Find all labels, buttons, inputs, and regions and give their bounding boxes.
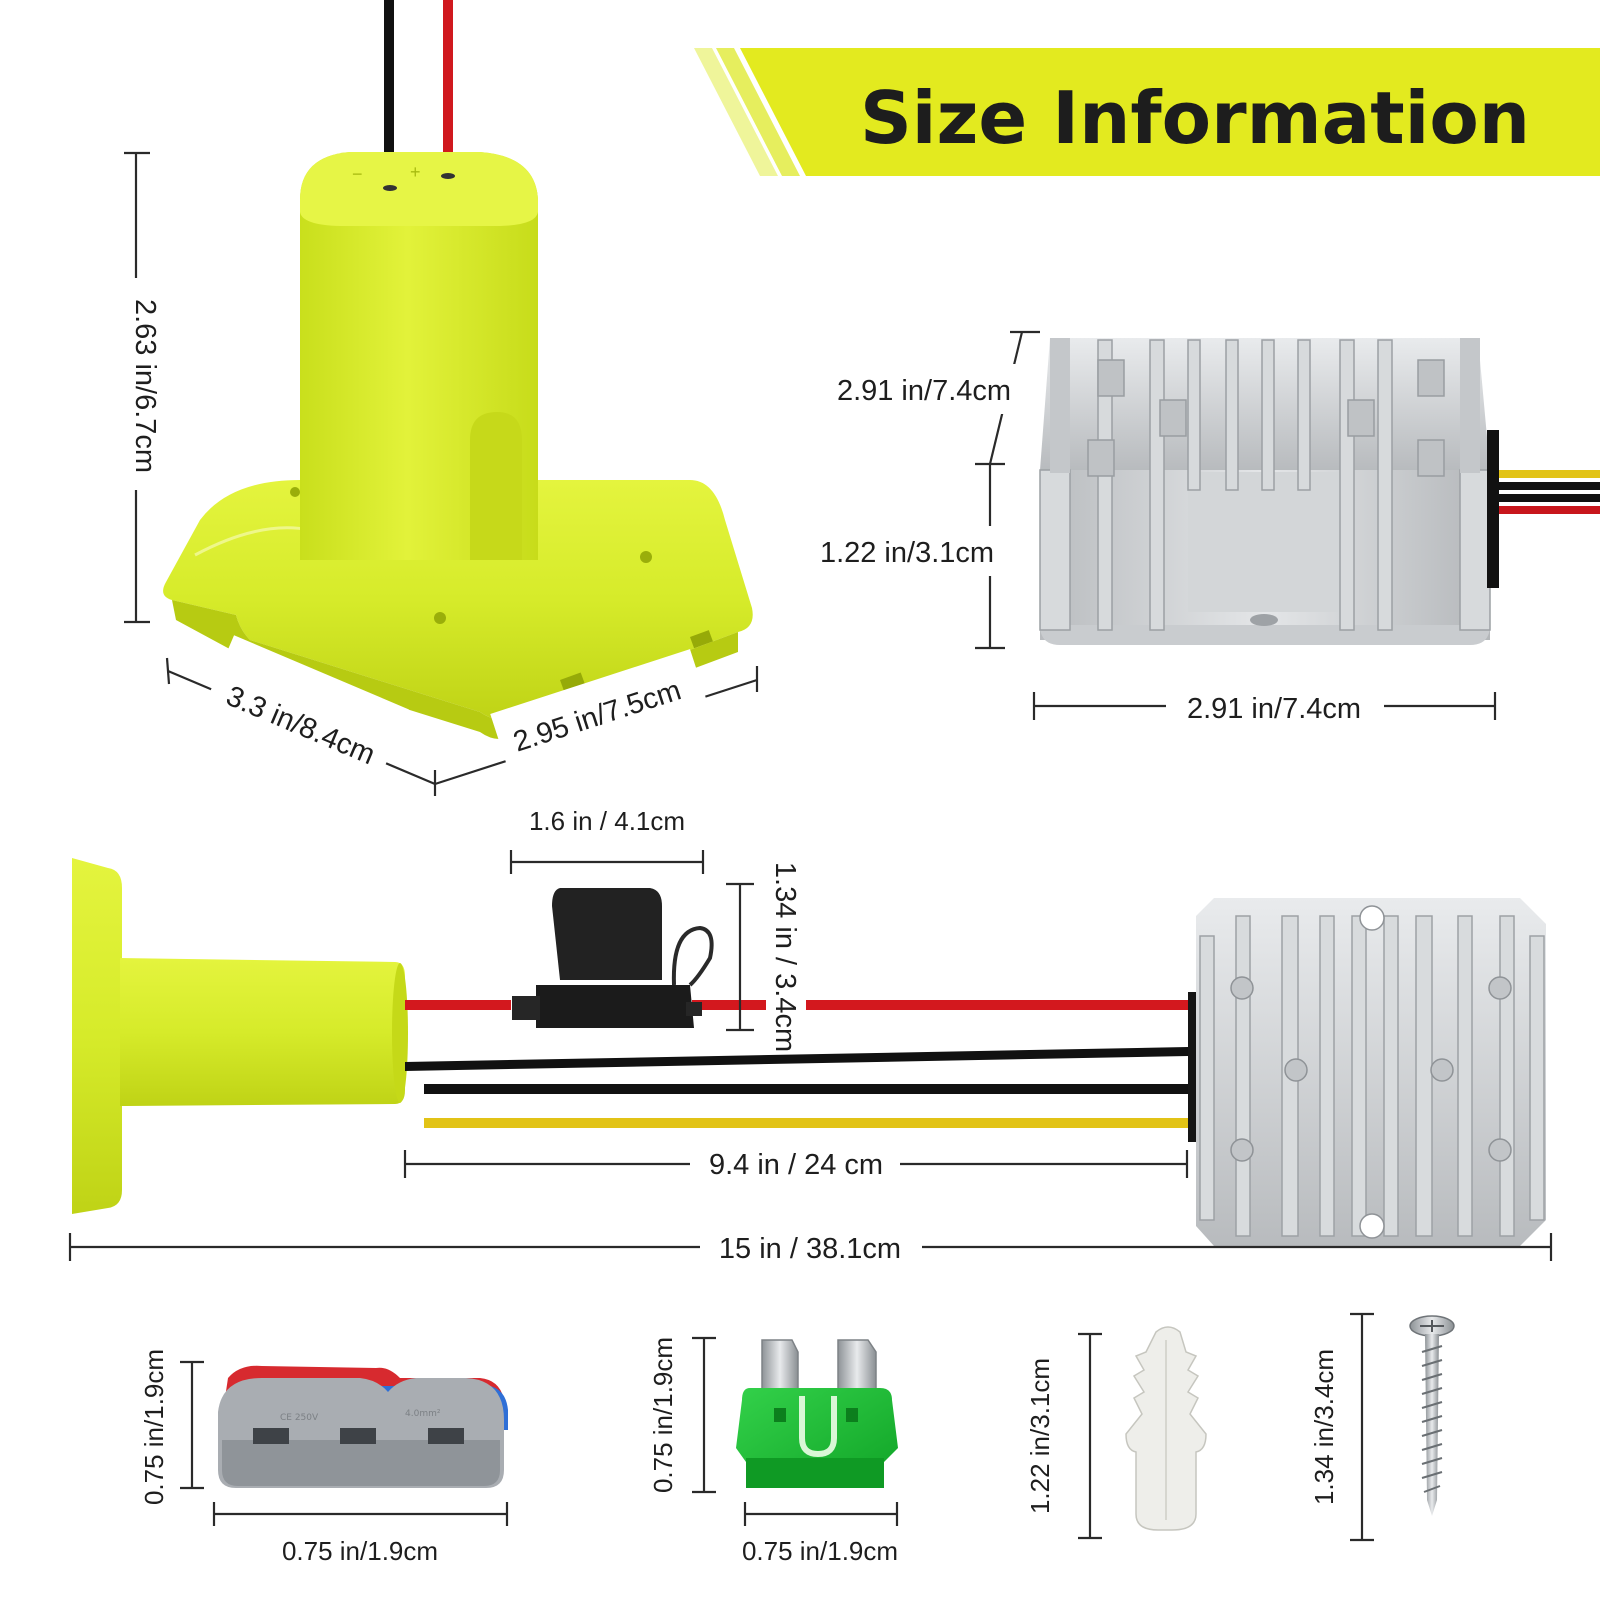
- fuse-holder-width-label: 1.6 in / 4.1cm: [529, 806, 685, 836]
- converter-depth-label: 2.91 in/7.4cm: [837, 375, 1011, 407]
- assembly-illustration: [72, 858, 1546, 1246]
- blade-fuse-illustration: [736, 1339, 898, 1488]
- screw-dimension-lines: [1350, 1312, 1374, 1542]
- header-banner: Size Information: [694, 48, 1600, 176]
- adapter-height-label: 2.63 in/6.7cm: [129, 299, 161, 473]
- yellow-wire: [424, 1118, 1188, 1128]
- converter-dimension-lines: [806, 330, 1497, 730]
- svg-text:−: −: [352, 164, 363, 184]
- wire-connector-width-label: 0.75 in/1.9cm: [282, 1536, 438, 1566]
- page-title: Size Information: [860, 76, 1530, 160]
- blade-fuse-dimension-lines: [692, 1336, 899, 1526]
- fuse-height-label: 0.75 in/1.9cm: [648, 1337, 678, 1493]
- svg-text:CE 250V: CE 250V: [280, 1413, 319, 1423]
- wall-anchor-illustration: [1125, 1326, 1207, 1531]
- screw-height-label: 1.34 in/3.4cm: [1309, 1349, 1339, 1505]
- converter-width-label: 2.91 in/7.4cm: [1187, 693, 1361, 725]
- screw-illustration: [1409, 1315, 1455, 1516]
- black-wire: [384, 0, 394, 190]
- fuse-holder-height-label: 1.34 in / 3.4cm: [769, 862, 801, 1052]
- battery-adapter-illustration: − +: [163, 0, 753, 740]
- dc-converter-illustration: [1039, 338, 1600, 645]
- svg-text:+: +: [410, 162, 421, 182]
- wall-anchor-dimension-lines: [1078, 1332, 1102, 1540]
- red-wire: [443, 0, 453, 178]
- assembly-dimension-lines: [68, 850, 1553, 1270]
- wire-connector-height-label: 0.75 in/1.9cm: [139, 1349, 169, 1505]
- svg-text:4.0mm²: 4.0mm²: [405, 1409, 441, 1419]
- banner-stripe: [740, 48, 1600, 176]
- wire-connector-illustration: CE 250V 4.0mm²: [218, 1365, 508, 1488]
- cable-length-label: 9.4 in / 24 cm: [709, 1149, 883, 1181]
- black-wire: [405, 1047, 1188, 1071]
- converter-height-label: 1.22 in/3.1cm: [820, 537, 994, 569]
- black-wire-2: [424, 1084, 1188, 1094]
- total-length-label: 15 in / 38.1cm: [719, 1233, 901, 1265]
- red-wire: [405, 1000, 511, 1010]
- fuse-width-label: 0.75 in/1.9cm: [742, 1536, 898, 1566]
- anchor-height-label: 1.22 in/3.1cm: [1025, 1358, 1055, 1514]
- adapter-dimension-lines: [118, 151, 759, 811]
- wire-connector-dimension-lines: [180, 1360, 509, 1526]
